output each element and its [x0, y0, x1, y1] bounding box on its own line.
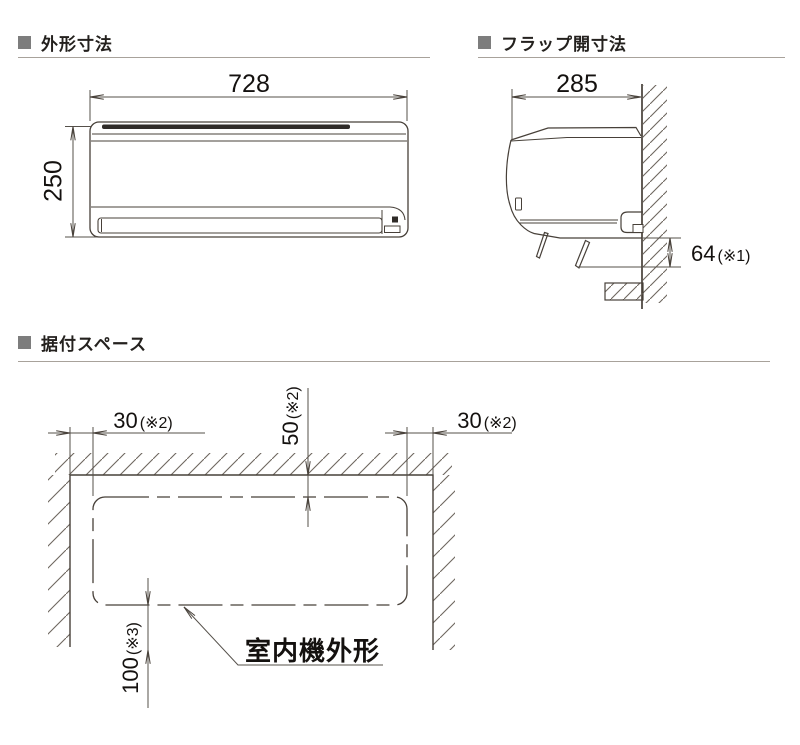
install-space-dim-lines [48, 388, 512, 708]
shelf-block [604, 282, 644, 301]
dim-clearance-bottom-100: 100(※3) [118, 622, 144, 694]
side-view-drawing [505, 84, 667, 309]
indoor-unit-body [89, 121, 409, 238]
dim-clearance-top-value: 50 [278, 421, 303, 446]
dim-depth-value: 285 [556, 70, 598, 98]
dim-flap-open-64: 64(※1) [691, 241, 750, 267]
section-bullet-icon [478, 36, 491, 49]
section-header-install: 据付スペース [18, 330, 147, 355]
display-led [392, 216, 398, 223]
dim-clearance-bottom-note: (※3) [125, 622, 142, 656]
dimension-arrowheads [56, 94, 673, 664]
section-rule-outline [18, 57, 430, 58]
dim-clearance-left-note: (※2) [139, 415, 173, 432]
unit-top-inner [510, 137, 641, 142]
indoor-unit-outline-dashed [92, 496, 408, 606]
section-title-flap: フラップ開寸法 [501, 35, 627, 54]
unit-top-outer [510, 126, 642, 141]
section-rule-install [18, 361, 770, 362]
wall-hatch [643, 85, 667, 303]
dim-height-250: 250 [40, 160, 69, 202]
bracket-notch [632, 224, 644, 233]
air-outlet-flap [97, 217, 383, 234]
indoor-unit-outline-label: 室内機外形 [245, 631, 380, 668]
dim-clearance-top-50: 50(※2) [278, 386, 304, 445]
dim-clearance-right-30: 30(※2) [440, 408, 534, 434]
dim-clearance-left-value: 30 [113, 408, 138, 433]
dim-depth-285: 285 [512, 70, 642, 99]
wall-bracket [620, 211, 643, 234]
dim-height-value: 250 [39, 160, 68, 202]
unit-bottom-outer [533, 232, 642, 239]
front-view-dim-lines [65, 90, 408, 238]
dim-width-728: 728 [90, 70, 408, 99]
dim-flap-open-value: 64 [691, 241, 716, 266]
dim-clearance-bottom-value: 100 [118, 657, 143, 694]
section-header-flap: フラップ開寸法 [478, 30, 627, 55]
ceiling-and-walls [69, 474, 434, 650]
ceiling-hatch [55, 453, 452, 475]
section-title-outline: 外形寸法 [41, 35, 113, 54]
dim-clearance-left-30: 30(※2) [96, 408, 190, 434]
flap-blade-rear [574, 239, 591, 269]
front-view-drawing [89, 121, 409, 238]
section-bullet-icon [18, 336, 31, 349]
right-wall-hatch [433, 475, 455, 650]
dim-flap-open-note: (※1) [717, 248, 751, 265]
bottom-panel-seam [91, 206, 406, 221]
left-wall-hatch [48, 475, 70, 647]
section-header-outline: 外形寸法 [18, 30, 113, 55]
install-space-drawing [48, 453, 455, 650]
dim-clearance-right-value: 30 [457, 408, 482, 433]
indoor-unit-leader-line [183, 606, 383, 666]
dim-width-value: 728 [228, 70, 270, 98]
side-view-dim-lines [511, 89, 681, 268]
indoor-unit-outline-text: 室内機外形 [245, 636, 381, 666]
unit-front-edge [505, 139, 535, 235]
section-rule-flap [478, 57, 785, 58]
dim-clearance-right-note: (※2) [483, 415, 517, 432]
receiver-window [384, 225, 401, 233]
section-bullet-icon [18, 36, 31, 49]
dim-clearance-top-note: (※2) [285, 386, 302, 420]
intake-grille-strip [102, 124, 350, 129]
front-latch-detail [515, 197, 522, 211]
flap-blade-front [535, 231, 549, 259]
section-title-install: 据付スペース [41, 335, 147, 354]
